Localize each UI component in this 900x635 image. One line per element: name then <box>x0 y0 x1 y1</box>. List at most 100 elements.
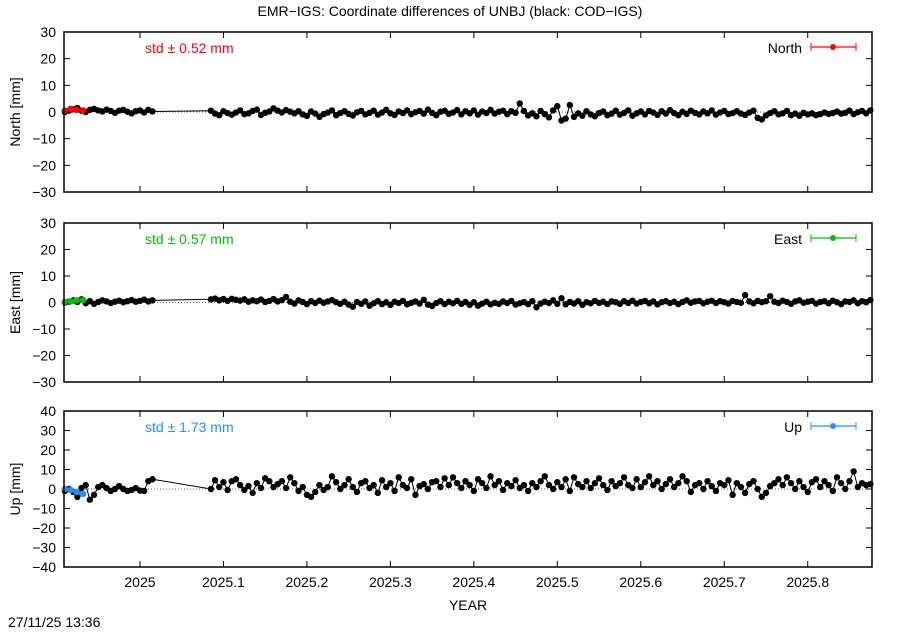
y-tick-label: 40 <box>40 403 56 419</box>
data-point <box>90 491 98 499</box>
data-point <box>758 493 766 500</box>
data-point <box>545 114 553 121</box>
data-point <box>658 485 665 493</box>
data-point <box>771 479 778 487</box>
y-tick-label: −10 <box>32 501 56 517</box>
y-tick-label: −40 <box>32 559 56 575</box>
data-point <box>483 484 490 492</box>
data-point <box>140 487 148 495</box>
data-point <box>533 304 540 311</box>
y-tick-label: −20 <box>32 520 56 536</box>
data-point <box>650 481 657 489</box>
data-point <box>633 476 640 483</box>
data-point <box>345 476 352 483</box>
x-tick-label: 2025 <box>124 574 155 590</box>
data-point <box>520 107 528 115</box>
data-point <box>295 487 302 495</box>
data-point <box>378 477 386 484</box>
data-point <box>370 107 377 114</box>
data-point <box>474 476 482 483</box>
data-point <box>708 107 715 114</box>
data-point <box>328 473 336 480</box>
data-point <box>82 481 89 489</box>
y-tick-label: −20 <box>32 157 56 173</box>
data-point <box>787 479 795 487</box>
colored-data-point <box>73 106 80 114</box>
plot-frame <box>63 410 873 568</box>
data-point <box>600 481 607 489</box>
data-point <box>775 476 782 483</box>
colored-data-point <box>79 296 87 304</box>
data-point <box>395 474 402 481</box>
std-label: std ± 0.52 mm <box>145 40 234 56</box>
data-point <box>470 107 478 114</box>
data-point <box>216 112 223 119</box>
data-point <box>441 475 448 482</box>
data-point <box>608 478 615 485</box>
data-point <box>337 485 344 493</box>
x-axis-label: YEAR <box>449 597 487 613</box>
data-point <box>533 483 540 491</box>
data-point <box>420 480 427 488</box>
data-point <box>854 483 862 491</box>
data-point <box>86 496 94 503</box>
data-point <box>574 297 582 305</box>
data-point <box>562 476 569 483</box>
data-point <box>549 107 557 114</box>
data-point <box>487 106 494 114</box>
data-point <box>516 100 523 107</box>
data-point <box>291 479 298 487</box>
data-point <box>266 478 273 485</box>
x-tick-label: 2025.1 <box>202 574 245 590</box>
data-point <box>299 483 306 491</box>
data-point <box>579 112 586 119</box>
data-point <box>349 303 357 310</box>
data-point <box>257 484 265 492</box>
data-point <box>529 297 536 305</box>
data-point <box>353 488 361 496</box>
data-point <box>566 487 574 495</box>
data-point <box>837 479 845 487</box>
data-point <box>833 474 841 481</box>
data-point <box>211 477 219 484</box>
data-point <box>420 296 427 304</box>
data-point <box>216 483 223 491</box>
data-point <box>783 474 791 481</box>
data-point <box>424 485 432 493</box>
legend-label: North <box>768 40 802 56</box>
data-point <box>587 484 594 492</box>
colored-data-point <box>67 486 74 494</box>
data-point <box>149 297 156 304</box>
data-point <box>307 493 315 500</box>
data-point <box>712 487 720 495</box>
data-point <box>249 489 256 497</box>
y-tick-label: 20 <box>40 51 56 67</box>
data-point <box>558 483 565 491</box>
data-point <box>278 478 286 485</box>
legend-label: East <box>774 231 802 247</box>
data-point <box>579 483 586 491</box>
legend-marker <box>830 44 836 50</box>
data-point <box>312 488 319 496</box>
y-tick-label: −10 <box>32 321 56 337</box>
legend-marker <box>830 423 836 429</box>
data-point <box>491 481 498 489</box>
plot-frame <box>63 31 873 193</box>
std-label: std ± 0.57 mm <box>145 231 234 247</box>
data-point <box>829 487 836 495</box>
data-point <box>391 487 398 495</box>
x-tick-label: 2025.6 <box>619 574 662 590</box>
y-tick-label: 10 <box>40 462 56 478</box>
data-point <box>558 295 565 302</box>
data-point <box>387 479 394 487</box>
data-point <box>287 474 294 481</box>
plot-frame <box>63 222 873 383</box>
y-tick-label: −30 <box>32 184 56 200</box>
data-point <box>796 478 803 485</box>
data-point <box>562 115 569 122</box>
data-point <box>583 478 590 485</box>
data-point <box>800 483 807 491</box>
data-point <box>637 483 644 491</box>
data-point <box>554 102 561 110</box>
